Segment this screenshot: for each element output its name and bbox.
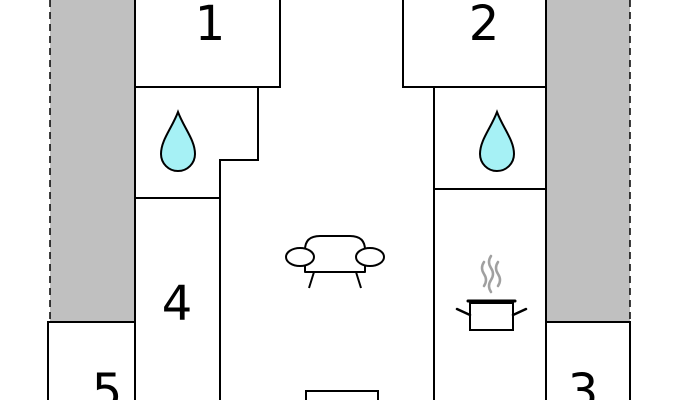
bathroom-left-walls	[134, 87, 259, 199]
room-5-walls	[47, 321, 135, 400]
room-3-walls	[546, 321, 631, 400]
room-2-number: 2	[469, 0, 500, 52]
sofa-icon	[285, 235, 385, 289]
room-3-number: 3	[568, 364, 599, 400]
walls	[47, 0, 631, 400]
terrace-right	[546, 0, 630, 322]
room-1-walls	[134, 0, 281, 88]
room-4-number: 4	[162, 276, 193, 332]
terrace-left	[50, 0, 135, 322]
water-drop-icon	[478, 109, 516, 172]
room-5-number: 5	[92, 364, 123, 400]
room-2-walls	[402, 0, 546, 88]
room-1-number: 1	[195, 0, 226, 52]
cooking-pot-icon	[455, 254, 528, 331]
water-drop-icon	[159, 109, 197, 172]
entrance-walls	[305, 390, 379, 400]
